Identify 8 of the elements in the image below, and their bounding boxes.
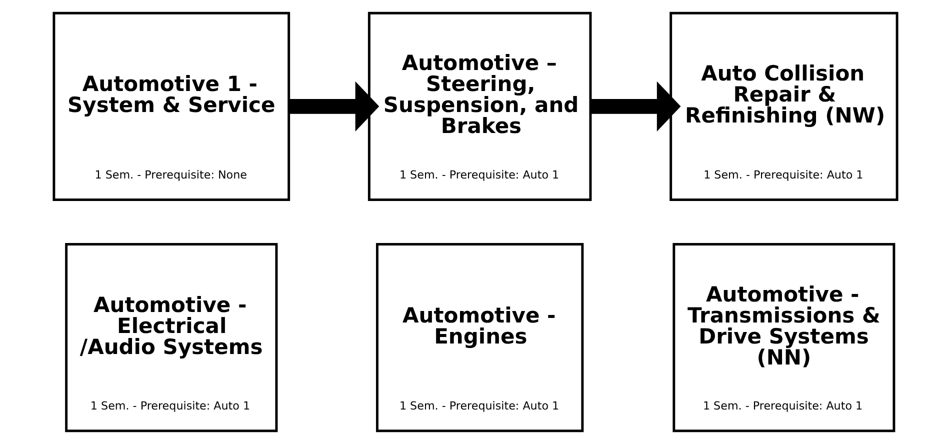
arrow [288,81,379,132]
node-box: Automotive - Electrical /Audio Systems 1 Sem. - Prerequisite: Auto 1 [64,243,278,432]
node-box: Automotive 1 - System & Service 1 Sem. - Prerequisite: None [52,12,290,201]
node-box: Automotive – Steering, Suspension, and Brakes 1 Sem. - Prerequisite: Auto 1 [367,12,592,201]
node-box: Automotive - Transmissions & Drive Systems (NN) 1 Sem. - Prerequisite: Auto 1 [672,243,895,432]
node-box: Automotive - Engines 1 Sem. - Prerequisite: Auto 1 [375,243,584,432]
arrow [590,81,680,132]
node-box: Auto Collision Repair & Refinishing (NW) 1 Sem. - Prerequisite: Auto 1 [669,12,898,201]
